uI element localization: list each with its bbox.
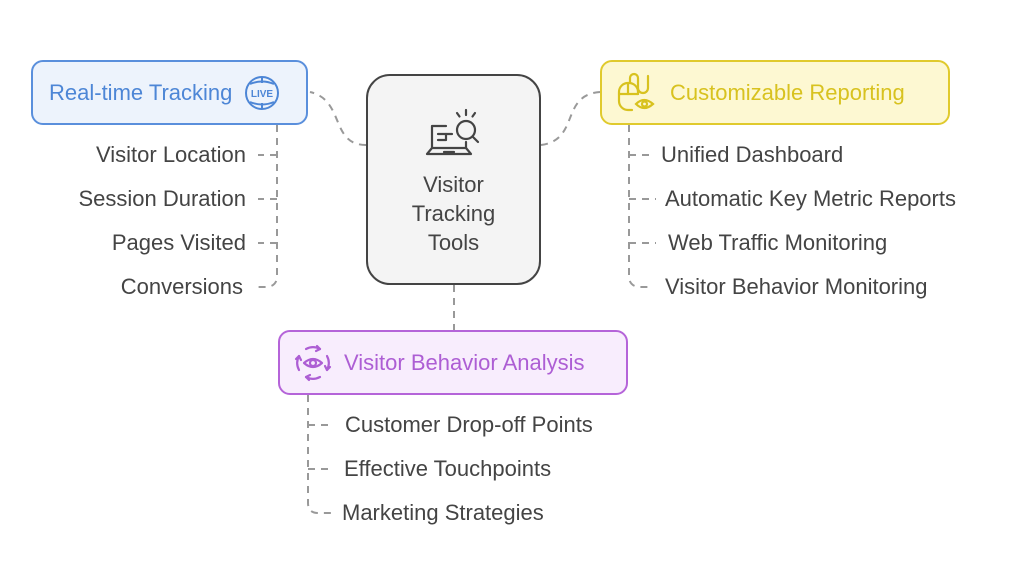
branch-visitor-behavior-analysis[interactable]: Visitor Behavior Analysis	[278, 330, 628, 395]
connector-reporting-spine	[628, 125, 652, 288]
list-item: Visitor Location	[95, 142, 246, 167]
branch-realtime-tracking[interactable]: Real-time Tracking LIVE	[31, 60, 308, 125]
mouse-eye-icon	[617, 72, 655, 111]
list-item: Effective Touchpoints	[344, 456, 552, 481]
branch-label: Customizable Reporting	[670, 79, 905, 105]
connector-realtime-spine	[256, 125, 278, 288]
connector-center-realtime	[309, 91, 367, 146]
list-item: Unified Dashboard	[661, 142, 844, 167]
list-item: Pages Visited	[111, 230, 246, 255]
branch-label: Real-time Tracking	[49, 79, 233, 105]
svg-text:LIVE: LIVE	[251, 89, 274, 100]
list-item: Session Duration	[78, 186, 246, 211]
center-title: Visitor Tracking Tools	[411, 172, 496, 255]
list-item: Conversions	[120, 274, 243, 299]
list-item: Customer Drop-off Points	[345, 412, 593, 437]
eye-cycle-icon	[294, 344, 332, 381]
center-node[interactable]: Visitor Tracking Tools	[366, 74, 541, 285]
branch-label: Visitor Behavior Analysis	[344, 349, 585, 375]
connector-behavior-spine	[307, 395, 332, 514]
live-globe-icon: LIVE	[245, 75, 280, 110]
laptop-search-icon	[425, 108, 479, 156]
branch-customizable-reporting[interactable]: Customizable Reporting	[600, 60, 950, 125]
connector-center-reporting	[540, 91, 601, 146]
list-item: Web Traffic Monitoring	[668, 230, 888, 255]
list-item: Visitor Behavior Monitoring	[665, 274, 928, 299]
list-item: Marketing Strategies	[342, 500, 544, 525]
list-item: Automatic Key Metric Reports	[665, 186, 956, 211]
